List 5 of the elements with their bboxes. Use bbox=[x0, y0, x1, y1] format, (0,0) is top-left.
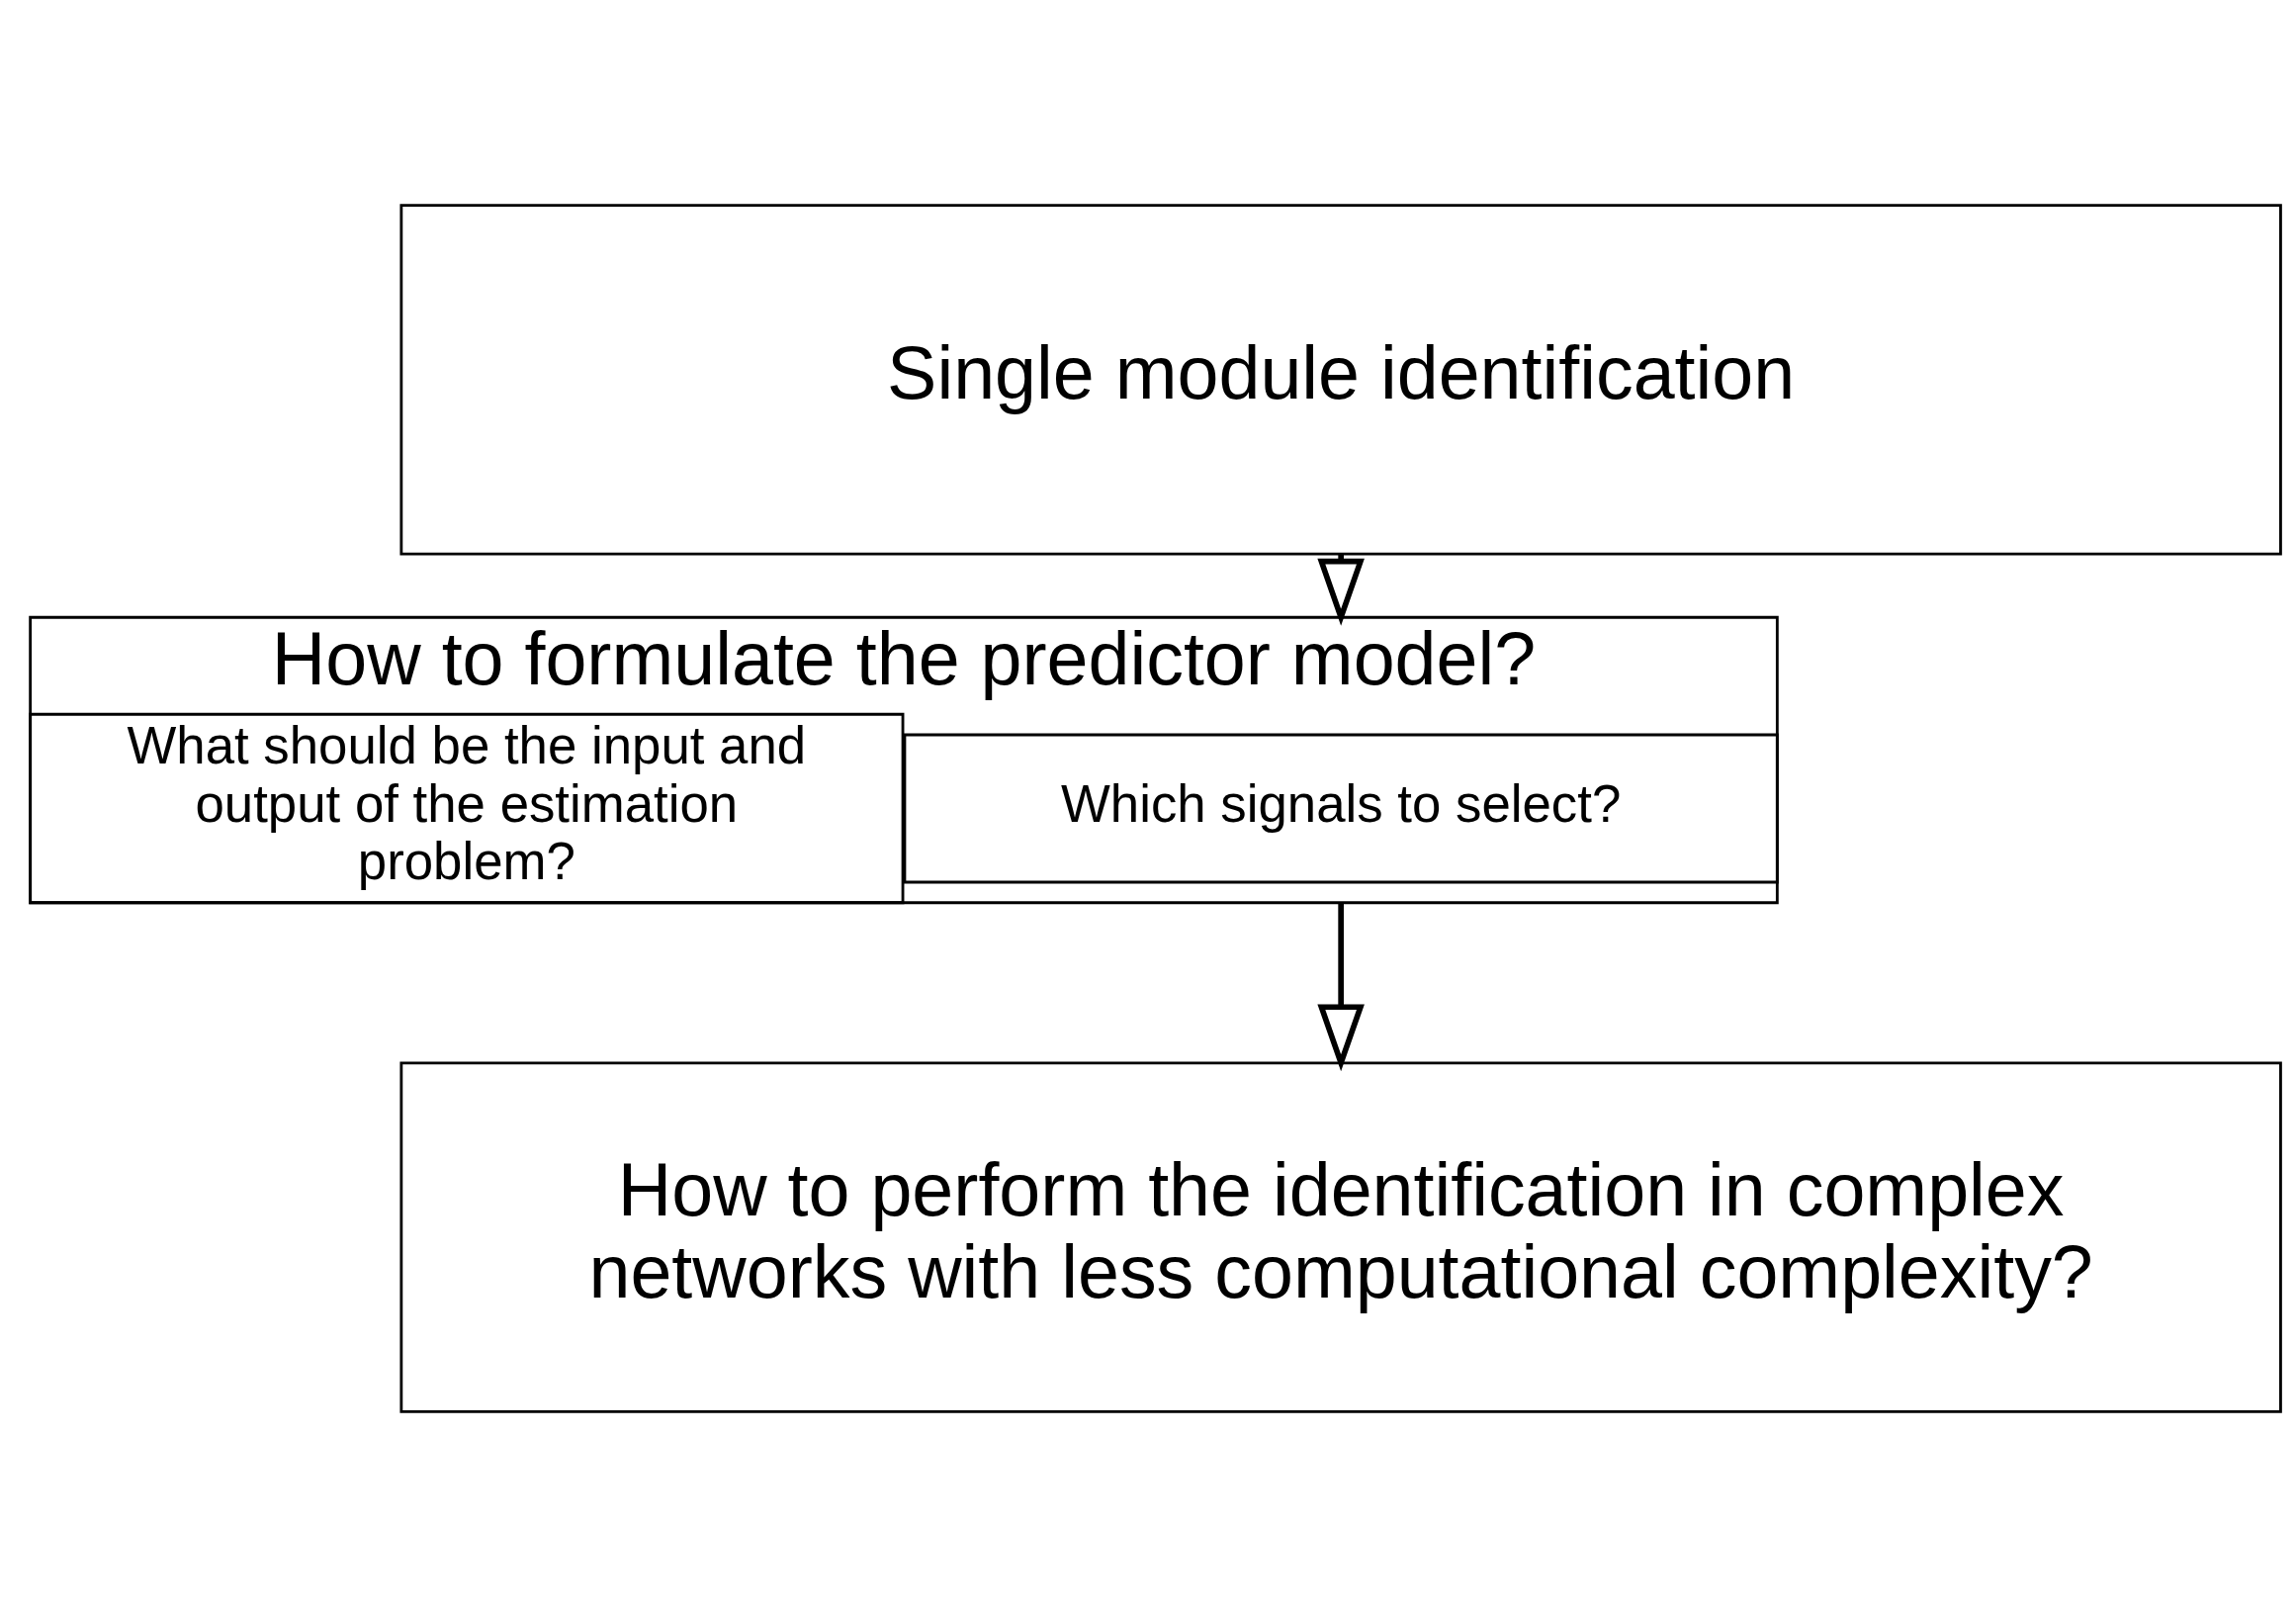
node-box: How to perform the identification in complex networks with less computational complexity? bbox=[399, 1060, 2282, 1413]
node-box: Which signals to select? bbox=[903, 733, 1779, 883]
node-box: Single module identification bbox=[399, 203, 2282, 556]
arrow bbox=[1317, 902, 1365, 1071]
node-box: What should be the input and output of the estimation problem? bbox=[29, 712, 905, 904]
